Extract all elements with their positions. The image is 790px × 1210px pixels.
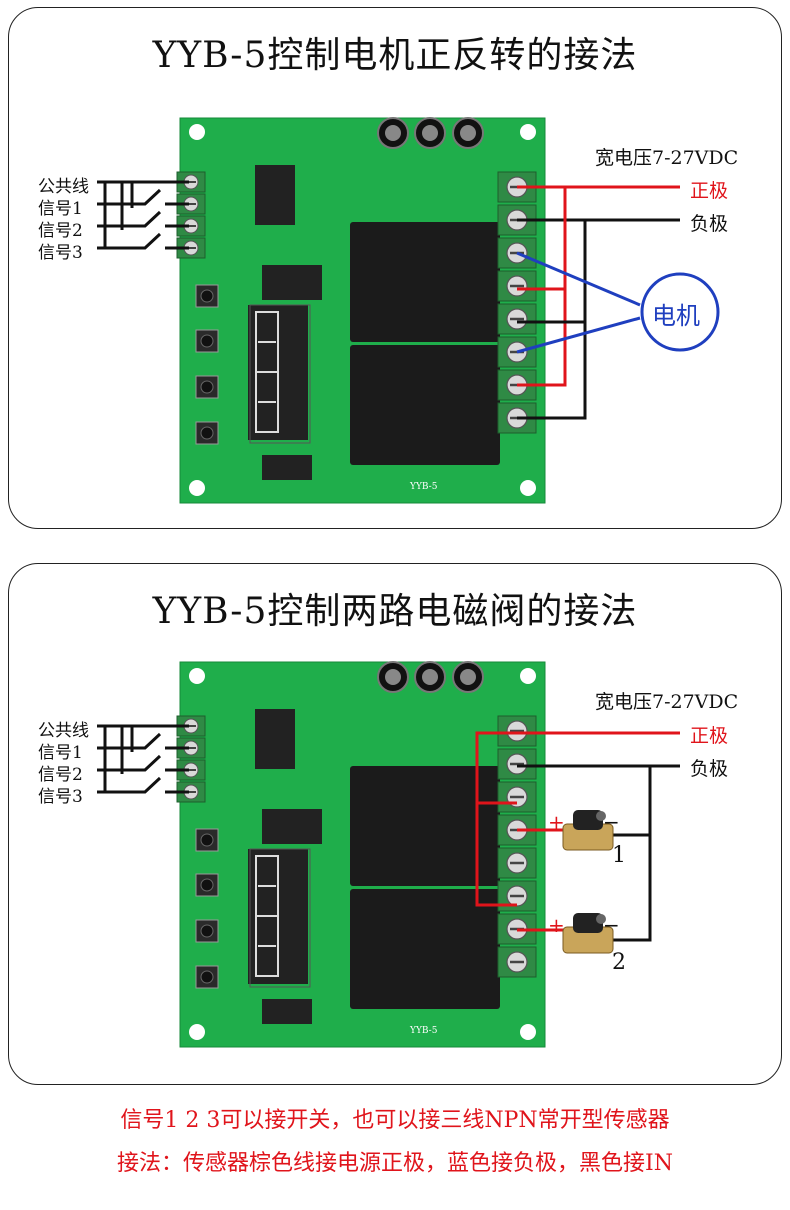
controller-board xyxy=(176,117,546,504)
input-label-signal2: 信号2 xyxy=(38,221,83,241)
footer-note-line1: 信号1 2 3可以接开关，也可以接三线NPN常开型传感器 xyxy=(120,1108,670,1133)
positive-label: 正极 xyxy=(690,725,729,747)
voltage-label: 宽电压7-27VDC xyxy=(595,691,739,713)
motor-label: 电机 xyxy=(652,302,700,330)
seven-segment-display xyxy=(248,848,311,988)
motor-icon xyxy=(640,272,720,352)
board-model-label: YYB-5 xyxy=(410,482,438,492)
capacitor-icon xyxy=(377,117,484,149)
capacitor-icon xyxy=(377,661,484,693)
input-label-signal3: 信号3 xyxy=(38,243,83,263)
valve-2-label: 2 xyxy=(612,950,626,975)
power-wires xyxy=(517,185,680,420)
seven-segment-display xyxy=(248,304,311,444)
negative-label: 负极 xyxy=(690,213,729,235)
valve-1-label: 1 xyxy=(612,843,626,868)
valve-minus-label: − xyxy=(603,810,620,834)
panel-title: YYB-5控制电机正反转的接法 xyxy=(152,35,638,76)
input-label-signal1: 信号1 xyxy=(38,199,83,219)
input-label-signal2: 信号2 xyxy=(38,765,83,785)
input-label-signal3: 信号3 xyxy=(38,787,83,807)
valve-plus-label: + xyxy=(548,913,565,937)
positive-label: 正极 xyxy=(690,180,729,202)
valve-plus-label: + xyxy=(548,810,565,834)
valve-minus-label: − xyxy=(603,913,620,937)
voltage-label: 宽电压7-27VDC xyxy=(595,147,739,169)
panel-title: YYB-5控制两路电磁阀的接法 xyxy=(152,591,638,632)
input-wires xyxy=(97,180,189,250)
controller-board xyxy=(176,661,546,1048)
power-wires xyxy=(475,731,680,942)
input-label-common: 公共线 xyxy=(38,177,89,197)
input-label-common: 公共线 xyxy=(38,721,89,741)
input-wires xyxy=(97,724,189,794)
footer-note-line2: 接法：传感器棕色线接电源正极，蓝色接负极，黑色接IN xyxy=(117,1151,673,1176)
input-label-signal1: 信号1 xyxy=(38,743,83,763)
board-model-label: YYB-5 xyxy=(410,1026,438,1036)
negative-label: 负极 xyxy=(690,758,729,780)
motor-wires xyxy=(516,251,641,354)
